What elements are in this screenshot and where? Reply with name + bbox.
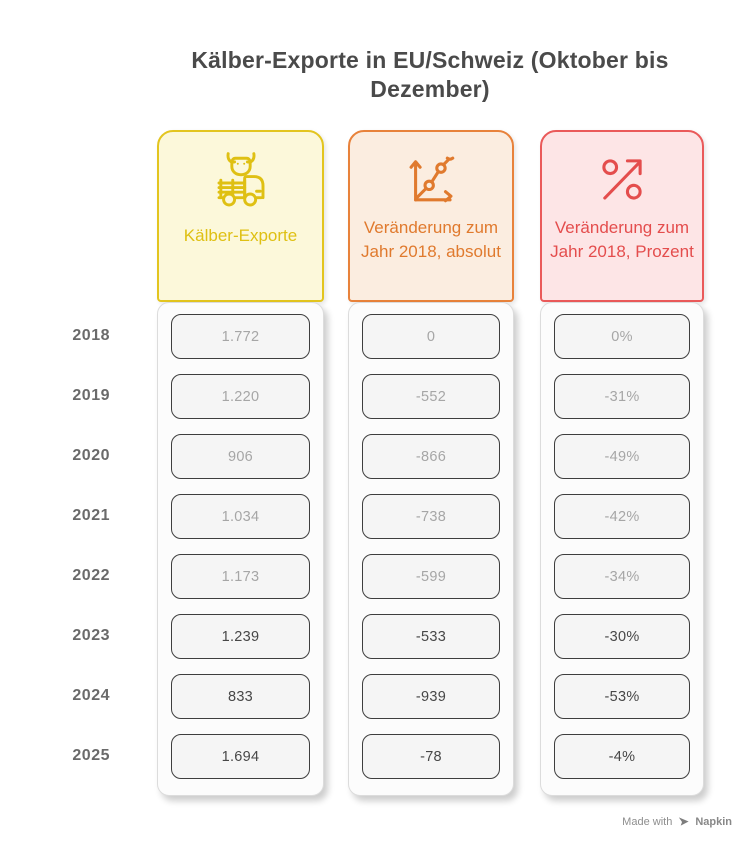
value-cell-exports-2021: 1.034 (171, 494, 310, 539)
value-cell-exports-2019: 1.220 (171, 374, 310, 419)
column-exports: Kälber-Exporte 1.772 1.220 906 1.034 1.1… (157, 130, 324, 796)
value-cell-pct-2021: -42% (554, 494, 690, 539)
column-header-exports: Kälber-Exporte (157, 130, 324, 302)
column-change-percent: Veränderung zum Jahr 2018, Prozent 0% -3… (540, 130, 704, 796)
column-body-change-percent: 0% -31% -49% -42% -34% -30% -53% -4% (540, 302, 704, 796)
cattle-truck-icon (207, 150, 275, 216)
value-cell-pct-2024: -53% (554, 674, 690, 719)
page-title: Kälber-Exporte in EU/Schweiz (Oktober bi… (191, 47, 669, 102)
napkin-logo-icon (677, 815, 690, 828)
value-cell-exports-2025: 1.694 (171, 734, 310, 779)
value-cell-pct-2022: -34% (554, 554, 690, 599)
value-cell-abs-2025: -78 (362, 734, 500, 779)
year-label: 2021 (72, 507, 110, 524)
value-cell-exports-2023: 1.239 (171, 614, 310, 659)
column-title: Veränderung zum Jahr 2018, absolut (361, 218, 501, 261)
value-cell-exports-2018: 1.772 (171, 314, 310, 359)
column-header-change-percent: Veränderung zum Jahr 2018, Prozent (540, 130, 704, 302)
column-change-absolute: Veränderung zum Jahr 2018, absolut 0 -55… (348, 130, 514, 796)
value-cell-pct-2020: -49% (554, 434, 690, 479)
year-label: 2024 (72, 687, 110, 704)
year-label: 2022 (72, 567, 110, 584)
column-body-change-absolute: 0 -552 -866 -738 -599 -533 -939 -78 (348, 302, 514, 796)
value-cell-pct-2025: -4% (554, 734, 690, 779)
value-cell-abs-2018: 0 (362, 314, 500, 359)
value-cell-exports-2020: 906 (171, 434, 310, 479)
value-cell-pct-2023: -30% (554, 614, 690, 659)
value-cell-abs-2021: -738 (362, 494, 500, 539)
value-cell-abs-2023: -533 (362, 614, 500, 659)
made-with-label: Made with (622, 815, 673, 828)
year-axis: 2018 2019 2020 2021 2022 2023 2024 2025 (0, 306, 110, 786)
year-label: 2020 (72, 447, 110, 464)
value-cell-abs-2020: -866 (362, 434, 500, 479)
column-title: Kälber-Exporte (183, 226, 298, 245)
napkin-brand-label: Napkin (695, 815, 732, 828)
value-cell-pct-2019: -31% (554, 374, 690, 419)
year-label: 2023 (72, 627, 110, 644)
year-label: 2025 (72, 747, 110, 764)
column-title: Veränderung zum Jahr 2018, Prozent (550, 218, 694, 261)
column-body-exports: 1.772 1.220 906 1.034 1.173 1.239 833 1.… (157, 302, 324, 796)
year-label: 2019 (72, 387, 110, 404)
value-cell-abs-2022: -599 (362, 554, 500, 599)
value-cell-abs-2024: -939 (362, 674, 500, 719)
percent-arrow-icon (593, 150, 651, 208)
value-cell-abs-2019: -552 (362, 374, 500, 419)
value-cell-pct-2018: 0% (554, 314, 690, 359)
column-header-change-absolute: Veränderung zum Jahr 2018, absolut (348, 130, 514, 302)
value-cell-exports-2024: 833 (171, 674, 310, 719)
year-label: 2018 (72, 327, 110, 344)
napkin-credit: Made with Napkin (622, 815, 732, 828)
value-cell-exports-2022: 1.173 (171, 554, 310, 599)
line-chart-icon (402, 150, 460, 208)
